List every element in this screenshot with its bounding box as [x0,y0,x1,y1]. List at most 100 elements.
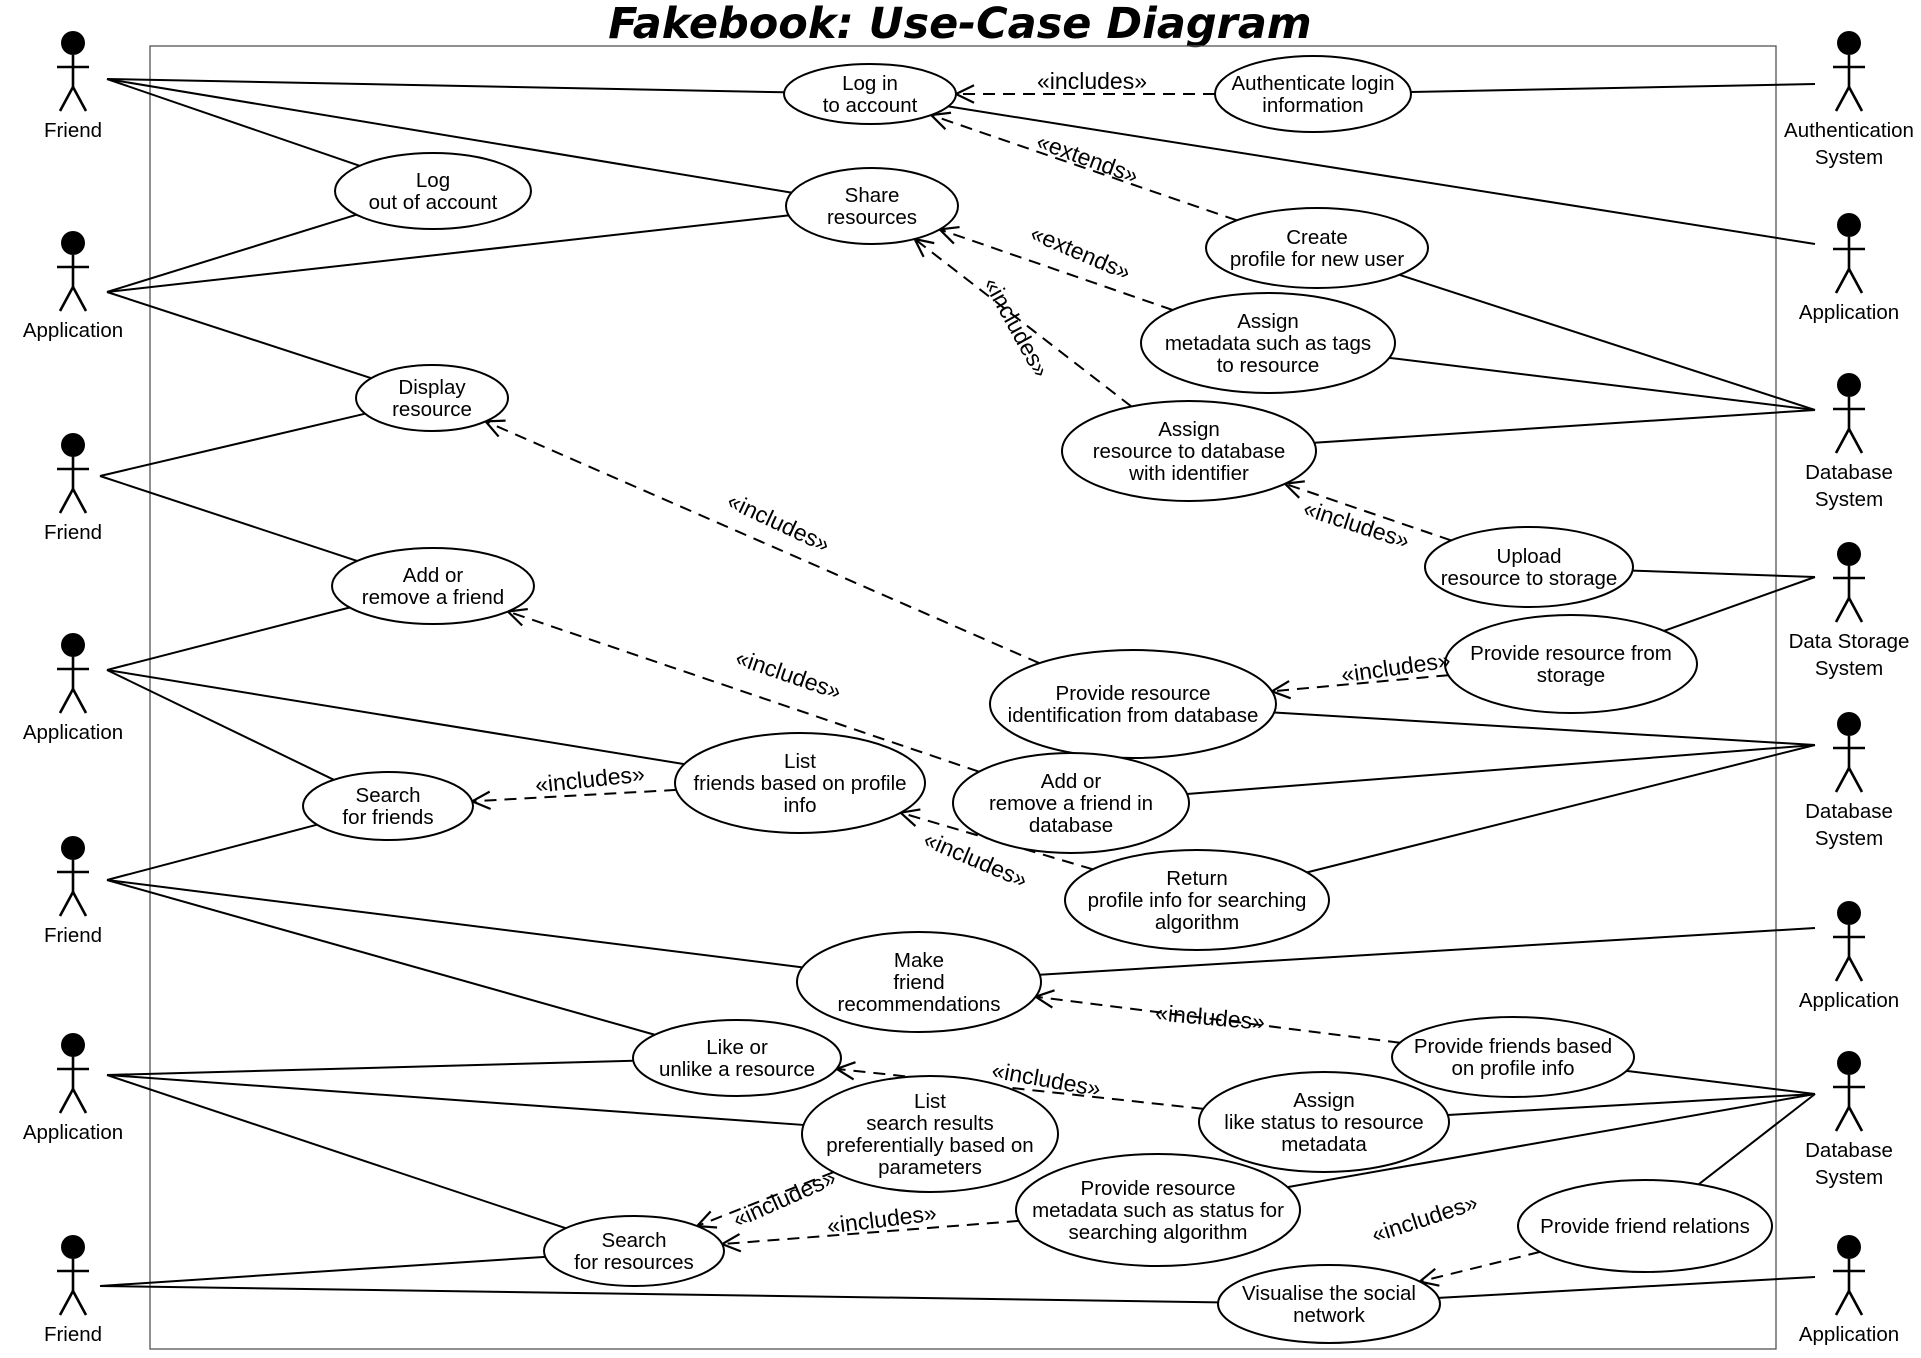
association-line [106,1059,634,1076]
actor-label: Authentication [1784,119,1914,142]
use-case-ellipse [331,547,535,625]
dependency-label: «includes» [1037,68,1147,94]
use-case-ellipse [1391,1016,1635,1098]
use-case-label: resource to database [1093,440,1286,463]
association-line [1389,356,1816,411]
actor-legs [58,284,88,312]
association-line [106,78,792,194]
association-line [106,1074,804,1126]
use-case-ellipse [1214,55,1412,133]
use-case-ellipse [1205,207,1429,289]
diagram-title: Fakebook: Use-Case Diagram [608,0,1311,49]
actor-head [1837,1051,1861,1075]
actor-head [61,1033,85,1057]
use-case-ellipse [543,1215,725,1287]
association-line [99,1285,1219,1304]
use-case-ellipse [355,364,509,432]
actor-head [61,633,85,657]
actor-stick-figure-icon [57,1033,89,1114]
actor-stick-figure-icon [57,633,89,714]
use-case-label: to account [823,94,918,117]
use-case-label: unlike a resource [659,1058,815,1081]
association-line [1632,569,1816,578]
actor-head [61,1235,85,1259]
use-case-label: metadata such as tags [1165,332,1371,355]
actor-label: System [1815,1166,1883,1189]
actor-label: Database [1805,800,1893,823]
use-case-label: storage [1537,664,1605,687]
actor-head [61,836,85,860]
actor-stick-figure-icon [57,1235,89,1316]
actor-stick-figure-icon [1833,1051,1865,1132]
actor-head [1837,1235,1861,1259]
use-case-ellipse [632,1019,842,1097]
arrowhead-icon [505,607,528,627]
actor-label: Application [23,1121,123,1144]
association-line [99,412,366,477]
use-case-ellipse [796,931,1042,1033]
use-case-label: Provide resource [1056,682,1211,705]
actor-label: Data Storage [1789,630,1910,653]
dependency-line [722,1219,1019,1246]
association-line [1274,711,1816,746]
actor-label: Friend [44,1323,102,1346]
use-case-label: Create [1286,226,1348,249]
association-line [1410,83,1816,94]
dependency-label: «includes» [979,273,1055,382]
association-line [106,1074,567,1230]
use-case-label: Provide resource from [1470,642,1672,665]
use-case-label: resource to storage [1441,567,1618,590]
dependency-label: «includes» [1339,647,1452,688]
use-case-label: Like or [706,1036,768,1059]
use-case-label: Search [602,1229,667,1252]
use-case-ellipse [1217,1264,1441,1344]
use-case-label: to resource [1217,354,1320,377]
actor-label: Database [1805,1139,1893,1162]
association-line [99,475,358,562]
use-case-label: friend [893,971,944,994]
use-case-label: out of account [369,191,498,214]
dependency-line [485,420,1040,665]
use-case-label: remove a friend in [989,792,1153,815]
actor-label: System [1815,488,1883,511]
use-case-ellipse [1061,400,1317,502]
use-case-ellipse [1140,292,1396,394]
use-case-provide-relations: Provide friend relations [1517,1179,1773,1273]
actor-friend-4: Friend [44,1235,102,1346]
use-case-label: search results [866,1112,994,1135]
actor-head [1837,712,1861,736]
arrowhead-icon [1282,480,1305,499]
actor-stick-figure-icon [1833,901,1865,982]
system-boundary [149,45,1777,1350]
use-case-label: Authenticate login [1232,72,1395,95]
dependency-provide-id-to-display [483,419,1040,665]
use-case-label: metadata such as status for [1032,1199,1284,1222]
use-case-label: Assign [1237,310,1299,333]
use-case-label: List [914,1090,946,1113]
actor-friend-1: Friend [44,31,102,142]
dependency-line [1035,995,1401,1044]
use-case-label: profile for new user [1230,248,1405,271]
use-case-label: for friends [342,806,433,829]
use-case-label: Assign [1293,1089,1355,1112]
use-case-label: Return [1166,867,1228,890]
use-case-ellipse [674,732,926,834]
use-case-ellipse [801,1075,1059,1193]
actor-legs [58,889,88,917]
use-case-label: friends based on profile [693,772,906,795]
dependency-line [914,238,1132,408]
association-line [106,78,785,94]
dependency-label: «includes» [1300,495,1413,554]
actor-application-r1: Application [1799,213,1899,324]
